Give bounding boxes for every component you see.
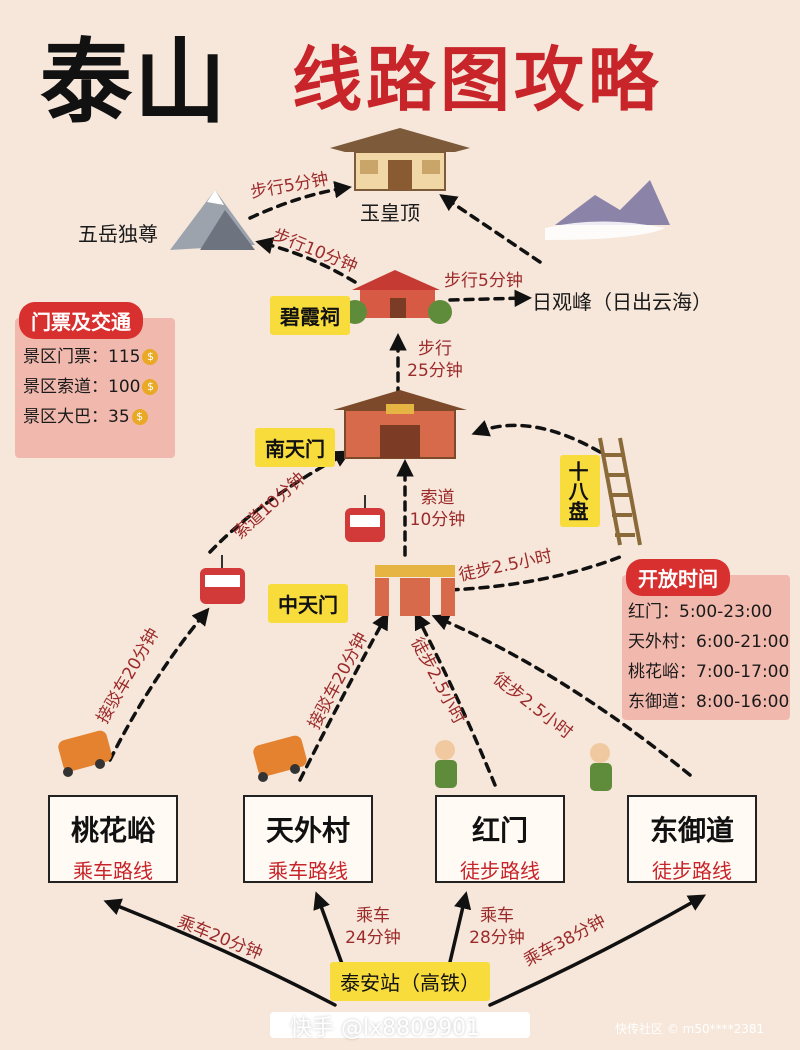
train-illustration [270, 1012, 530, 1038]
edge-label-bixia-rigoufeng: 步行5分钟 [444, 271, 523, 291]
arrow-station-dongyu [488, 894, 707, 1007]
node-nantianmen: 南天门 [255, 428, 335, 467]
ticket-label: 景区索道： [23, 377, 108, 397]
node-bixiaci: 碧霞祠 [270, 296, 350, 335]
bus-icon [58, 730, 112, 777]
hours-label: 东御道： [628, 692, 696, 712]
start-name: 天外村 [265, 814, 350, 847]
hours-value: 6:00-21:00 [696, 632, 790, 652]
arrow-bixia-yuhuang [248, 180, 352, 220]
edge-label-station-hongmen: 乘车 28分钟 [467, 905, 527, 949]
page-title: 泰山 [40, 29, 229, 136]
hours-label: 天外村： [628, 632, 696, 652]
tickets-title: 门票及交通 [19, 302, 143, 339]
ticket-row: 景区门票：115$ [23, 342, 159, 372]
node-yuhuangding: 玉皇顶 [360, 201, 420, 225]
edge-label-nantian-bixia: 步行 25分钟 [405, 338, 465, 382]
money-bag-icon: $ [131, 409, 148, 425]
start-dongyudao: 东御道 徒步路线 [627, 795, 757, 883]
page-subtitle: 线路图攻略 [292, 39, 662, 121]
arrow-zhongtian-shiba [448, 553, 627, 592]
arrow-shiba-nantian [471, 420, 602, 454]
edge-label-line: 28分钟 [469, 928, 525, 948]
arrow-tianwai-shuttle [298, 611, 389, 782]
hours-row: 东御道：8:00-16:00 [628, 687, 789, 717]
start-taohuayu: 桃花峪 乘车路线 [48, 795, 178, 883]
hours-value: 7:00-17:00 [696, 662, 790, 682]
edge-label-line: 10分钟 [409, 510, 466, 530]
node-wuyuedouzun: 五岳独尊 [78, 222, 158, 246]
edge-label-line: 乘车 [480, 906, 514, 926]
edge-label-station-tianwai: 乘车 24分钟 [343, 905, 403, 949]
hiker-icon [435, 740, 457, 788]
node-riguanfeng: 日观峰（日出云海） [532, 290, 712, 314]
start-type: 乘车路线 [268, 859, 348, 883]
ticket-label: 景区大巴： [23, 407, 108, 427]
edge-label-line: 步行 [418, 339, 452, 359]
watermark-main: 快手 @lx8809901 [290, 1016, 481, 1041]
arrow-hongmen-zhongtian [414, 611, 497, 787]
ticket-row: 景区大巴：35$ [23, 402, 158, 432]
hours-row: 红门：5:00-23:00 [628, 597, 789, 627]
money-bag-icon: $ [142, 349, 159, 365]
hours-value: 8:00-16:00 [696, 692, 790, 712]
ticket-price: 35 [108, 407, 130, 427]
edge-label-line: 24分钟 [345, 928, 401, 948]
arrow-bixia-wuyue [255, 237, 357, 284]
hours-panel: 开放时间 红门：5:00-23:00 天外村：6:00-21:00 桃花峪：7:… [622, 559, 790, 720]
ticket-price: 115 [108, 347, 141, 367]
mountain-icon [170, 190, 255, 250]
ticket-row: 景区索道：100$ [23, 372, 159, 402]
start-tianwaicun: 天外村 乘车路线 [243, 795, 373, 883]
arrow-taohua-nantian [208, 450, 352, 554]
tickets-panel: 门票及交通 景区门票：115$ 景区索道：100$ 景区大巴：35$ [15, 302, 175, 458]
hours-label: 红门： [628, 602, 679, 622]
start-name: 红门 [471, 814, 528, 847]
temple-illustration [330, 128, 470, 191]
station-taian: 泰安站（高铁） [330, 962, 490, 1001]
cloud-mountain-icon [545, 180, 670, 240]
ladder-icon [598, 437, 642, 546]
edge-label-line: 乘车 [356, 906, 390, 926]
hiker-icon [590, 743, 612, 791]
hours-row: 桃花峪：7:00-17:00 [628, 657, 789, 687]
start-type: 徒步路线 [652, 859, 732, 883]
start-hongmen: 红门 徒步路线 [435, 795, 565, 883]
bus-icon [253, 735, 307, 782]
hours-value: 5:00-23:00 [679, 602, 773, 622]
arrow-rigoufeng-yuhuang [439, 194, 542, 264]
ticket-price: 100 [108, 377, 141, 397]
edge-label-line: 索道 [420, 488, 455, 508]
start-type: 乘车路线 [73, 859, 153, 883]
hours-row: 天外村：6:00-21:00 [628, 627, 789, 657]
edge-label-line: 25分钟 [407, 361, 463, 381]
hours-title: 开放时间 [626, 559, 730, 596]
arrow-dongyu-zhongtian [431, 614, 692, 777]
cable-car-icon [200, 555, 245, 604]
ticket-label: 景区门票： [23, 347, 108, 367]
arrow-station-taohua [103, 898, 337, 1007]
arrow-bixia-rigoufeng [448, 289, 532, 308]
temple-icon [343, 270, 452, 324]
node-shibapan: 十八盘 [560, 455, 600, 527]
arrow-taohua-shuttle [108, 607, 210, 762]
edge-label-zhongtian-nantian: 索道 10分钟 [405, 487, 470, 531]
tickets-list: 景区门票：115$ 景区索道：100$ 景区大巴：35$ [23, 342, 159, 432]
start-name: 东御道 [649, 814, 734, 847]
gate-icon [375, 565, 455, 616]
cable-car-icon [345, 495, 385, 542]
node-zhongtianmen: 中天门 [268, 584, 348, 623]
arrow-station-tianwai [313, 891, 347, 974]
money-bag-icon: $ [142, 379, 159, 395]
arrow-station-hongmen [448, 891, 472, 964]
watermark-side: 快传社区 © m50****2381 [615, 1022, 765, 1036]
start-name: 桃花峪 [70, 814, 155, 847]
hours-list: 红门：5:00-23:00 天外村：6:00-21:00 桃花峪：7:00-17… [628, 597, 789, 717]
gate-icon [333, 390, 467, 459]
start-type: 徒步路线 [460, 859, 540, 883]
hours-label: 桃花峪： [628, 662, 696, 682]
